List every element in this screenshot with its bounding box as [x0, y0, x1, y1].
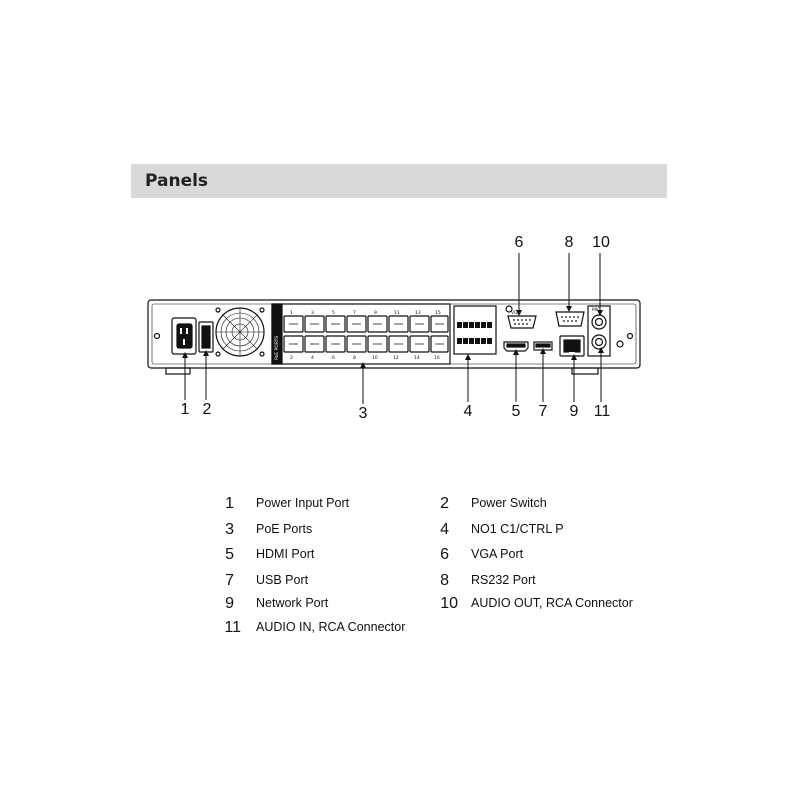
leader-lines: [184, 253, 602, 404]
legend-label: PoE Ports: [256, 522, 313, 536]
legend-number: 6: [440, 546, 449, 563]
poe-number: 11: [394, 310, 400, 316]
poe-number: 15: [435, 310, 441, 316]
callout-4: 4: [463, 403, 473, 420]
legend-label: Power Input Port: [256, 496, 350, 510]
poe-number: 16: [434, 355, 440, 361]
callout-11: 11: [593, 403, 611, 420]
legend-number: 8: [440, 572, 449, 589]
legend-label: Network Port: [256, 596, 329, 610]
legend-label: AUDIO IN, RCA Connector: [256, 620, 406, 634]
poe-number: 8: [353, 355, 356, 361]
ground-terminal: [616, 340, 624, 348]
legend-label: NO1 C1/CTRL P: [471, 522, 564, 536]
poe-number: 4: [311, 355, 314, 361]
foot-left: [165, 367, 191, 375]
callout-6: 6: [514, 234, 524, 251]
callout-8: 8: [564, 234, 574, 251]
poe-block-label: PoE PORTS: [274, 336, 280, 360]
legend-number: 11: [224, 619, 241, 636]
panel-text: PoE PORTS VGA MIC 1 3 5 7 9 11 13 15 2 4…: [274, 307, 600, 361]
callout-5: 5: [511, 403, 521, 420]
poe-number: 10: [372, 355, 378, 361]
section-header-bar: Panels: [131, 164, 667, 198]
legend-label: VGA Port: [471, 547, 524, 561]
audio-block: [587, 305, 611, 357]
legend-number: 1: [225, 495, 234, 512]
section-title: Panels: [145, 171, 209, 191]
poe-number: 9: [374, 310, 377, 316]
poe-number: 3: [311, 310, 314, 316]
legend-number: 9: [225, 595, 234, 612]
terminal-block: [453, 305, 497, 355]
legend-label: RS232 Port: [471, 573, 536, 587]
poe-ports-bottom-row: [283, 335, 449, 353]
legend-number: 3: [225, 521, 234, 538]
poe-number: 6: [332, 355, 335, 361]
legend-label: AUDIO OUT, RCA Connector: [471, 596, 633, 610]
poe-number: 7: [353, 310, 356, 316]
foot-right: [571, 367, 599, 375]
audio-out-rca: [591, 314, 607, 330]
fan-screw: [215, 307, 221, 313]
legend-number: 5: [225, 546, 234, 563]
callout-2: 2: [202, 401, 212, 418]
vga-port: [507, 315, 537, 329]
ground-screw: [505, 305, 513, 313]
legend-number: 2: [440, 495, 449, 512]
poe-block-label-strip: [271, 303, 283, 365]
screw-right: [626, 332, 634, 340]
poe-ports-top-row: [283, 315, 449, 333]
chassis-outline: [147, 299, 641, 369]
power-switch-rocker: [201, 325, 211, 349]
audio-in-rca: [591, 334, 607, 350]
hdmi-port: [503, 341, 529, 352]
callout-9: 9: [569, 403, 579, 420]
legend-number: 4: [440, 521, 449, 538]
legend-number: 7: [225, 572, 234, 589]
rs232-port: [555, 311, 585, 327]
poe-number: 14: [414, 355, 420, 361]
legend-label: HDMI Port: [256, 547, 315, 561]
callout-3: 3: [358, 405, 368, 422]
legend-label: USB Port: [256, 573, 309, 587]
vga-label: VGA: [511, 310, 522, 316]
poe-number: 2: [290, 355, 293, 361]
audio-label: MIC: [592, 307, 600, 313]
poe-number: 5: [332, 310, 335, 316]
callout-7: 7: [538, 403, 548, 420]
legend-number: 10: [440, 595, 458, 612]
screw-left: [153, 332, 161, 340]
legend-label: Power Switch: [471, 496, 547, 510]
poe-number: 13: [415, 310, 421, 316]
callout-10: 10: [592, 234, 610, 251]
poe-number: 12: [393, 355, 399, 361]
network-port: [559, 335, 585, 357]
callout-1: 1: [180, 401, 190, 418]
poe-number: 1: [290, 310, 293, 316]
